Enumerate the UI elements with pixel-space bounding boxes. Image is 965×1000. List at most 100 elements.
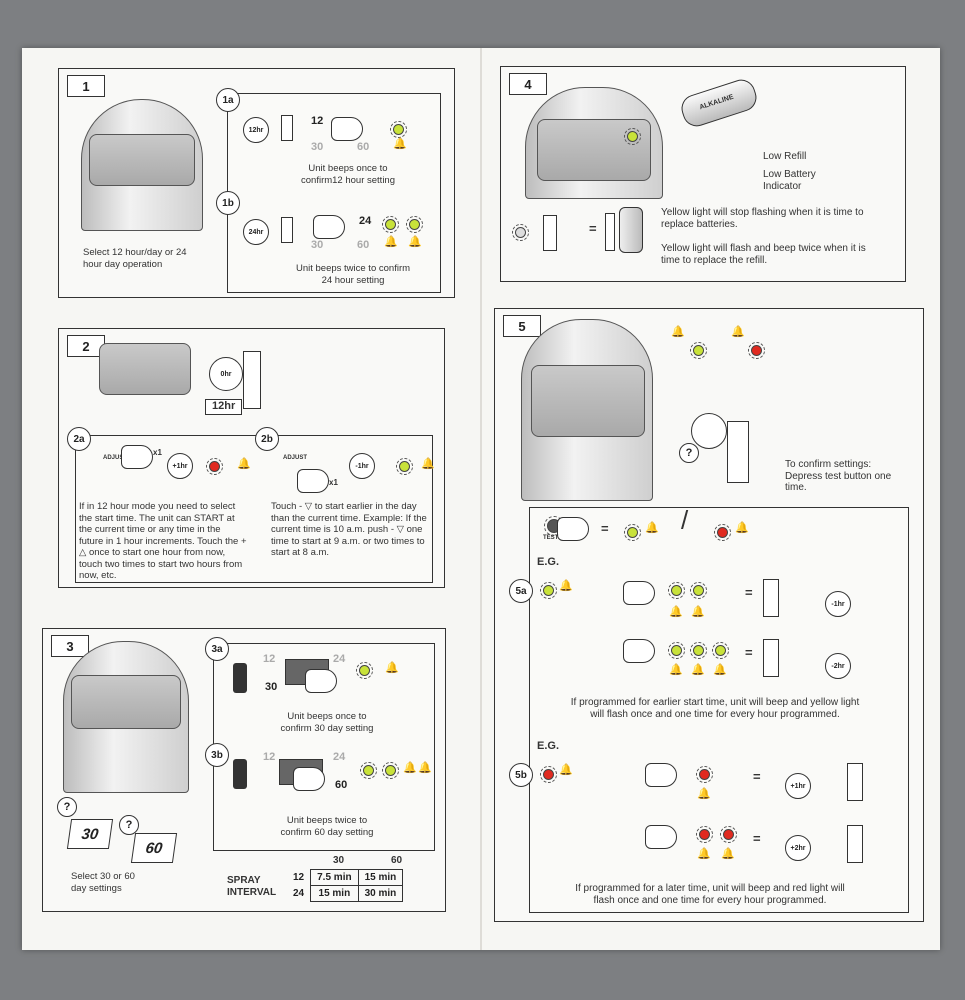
label-24: 24 — [333, 653, 346, 665]
label-30: 30 — [265, 681, 278, 693]
dial-24hr: 24hr — [243, 219, 269, 245]
hand-pointer-icon — [331, 117, 363, 141]
dial-plus-2hr: +2hr — [785, 835, 811, 861]
question-icon: ? — [679, 443, 699, 463]
label-60: 60 — [335, 779, 348, 791]
table-cell: 15 min — [310, 885, 359, 902]
led-light-icon — [690, 342, 707, 359]
bell-icon: 🔔 — [669, 664, 683, 676]
led-light-icon — [396, 458, 413, 475]
table-row: 12 7.5 min 15 min — [287, 869, 404, 886]
panel-number: 1 — [67, 75, 105, 97]
led-off-icon — [512, 224, 529, 241]
box-12hr: 12hr — [205, 399, 243, 415]
step-badge-2b: 2b — [255, 427, 279, 451]
device-cover — [99, 343, 191, 395]
bell-icon: 🔔 — [671, 326, 685, 338]
panel-5: 5 🔔 🔔 ? To confirm settings: Depress tes… — [494, 308, 924, 922]
device-cover — [531, 365, 645, 437]
equals-sign: = — [753, 831, 761, 846]
bell-icon: 🔔 — [559, 580, 573, 592]
bell-icon: 🔔 — [385, 662, 399, 674]
bell-icon: 🔔 — [713, 664, 727, 676]
question-icon: ? — [57, 797, 77, 817]
label-60: 60 — [357, 239, 370, 251]
step-2b-text: Touch - ▽ to start earlier in the day th… — [271, 501, 427, 558]
step-badge-5b: 5b — [509, 763, 533, 787]
step-1a-text: Unit beeps once to confirm12 hour settin… — [301, 163, 395, 186]
bell-icon: 🔔 — [421, 458, 435, 470]
step-badge-1a: 1a — [216, 88, 240, 112]
device-side — [763, 639, 779, 677]
dial-minus-1hr: -1hr — [825, 591, 851, 617]
instruction-sheet: 1 Select 12 hour/day or 24 hour day oper… — [22, 48, 940, 950]
equals-sign: = — [753, 769, 761, 784]
eg-label: E.G. — [537, 556, 560, 568]
calendar-60-icon: 60 — [130, 833, 178, 863]
panel-3: 3 ? 30 ? 60 Select 30 or 60 day settings… — [42, 628, 446, 912]
hand-pointer-icon — [623, 639, 655, 663]
hand-pointer-icon — [623, 581, 655, 605]
calendar-30-icon: 30 — [66, 819, 114, 849]
panel-3-description: Select 30 or 60 day settings — [71, 871, 135, 894]
label-30: 30 — [311, 141, 324, 153]
led-light-icon — [720, 826, 737, 843]
led-light-icon — [540, 766, 557, 783]
dial-0hr: 0hr — [209, 357, 243, 391]
panel-number: 3 — [51, 635, 89, 657]
equals-sign: = — [601, 521, 609, 536]
equals-sign: = — [745, 645, 753, 660]
device-side — [763, 579, 779, 617]
label-12: 12 — [311, 115, 324, 127]
step-badge-3b: 3b — [205, 743, 229, 767]
led-light-icon — [382, 216, 399, 233]
bell-icon: 🔔 — [721, 848, 735, 860]
label-24: 24 — [333, 751, 346, 763]
equals-sign: = — [745, 585, 753, 600]
battery-icon — [233, 759, 247, 789]
refill-icon — [605, 213, 615, 251]
led-light-icon — [714, 524, 731, 541]
step-2a-text: If in 12 hour mode you need to select th… — [79, 501, 247, 581]
device-cover — [89, 134, 195, 186]
led-light-icon — [748, 342, 765, 359]
step-5a-text: If programmed for earlier start time, un… — [570, 697, 860, 720]
step-badge-2a: 2a — [67, 427, 91, 451]
panel-4: 4 ALKALINE Low Refill Low Battery Indica… — [500, 66, 906, 282]
dial-minus-2hr: -2hr — [825, 653, 851, 679]
low-battery-label: Low Battery Indicator — [763, 169, 816, 192]
label-60: 60 — [357, 141, 370, 153]
bell-icon: 🔔 — [697, 848, 711, 860]
led-light-icon — [360, 762, 377, 779]
label-12: 12 — [263, 653, 276, 665]
step-badge-3a: 3a — [205, 637, 229, 661]
test-label: TEST — [543, 535, 559, 541]
led-light-icon — [624, 128, 641, 145]
bell-icon: 🔔 — [418, 762, 432, 774]
table-cell: 7.5 min — [310, 869, 359, 886]
step-badge-5a: 5a — [509, 579, 533, 603]
panel-4-text-2: Yellow light will flash and beep twice w… — [661, 243, 866, 266]
led-light-icon — [712, 642, 729, 659]
low-refill-label: Low Refill — [763, 151, 807, 162]
separator-slash: / — [681, 505, 689, 535]
bell-icon: 🔔 — [697, 788, 711, 800]
device-side — [847, 825, 863, 863]
press-count: x1 — [329, 478, 338, 487]
bell-icon: 🔔 — [384, 236, 398, 248]
device-cover — [71, 675, 181, 729]
led-light-icon — [382, 762, 399, 779]
device-side — [543, 215, 557, 251]
bell-icon: 🔔 — [237, 458, 251, 470]
step-3b-text: Unit beeps twice to confirm 60 day setti… — [280, 815, 374, 838]
bell-icon: 🔔 — [691, 664, 705, 676]
row-header: 12 — [293, 872, 305, 883]
led-light-icon — [668, 642, 685, 659]
device-side — [281, 217, 293, 243]
dial-clock — [691, 413, 727, 449]
panel-5-sub — [529, 507, 909, 913]
dial-plus-1hr: +1hr — [785, 773, 811, 799]
bell-icon: 🔔 — [559, 764, 573, 776]
dial-plus-1hr: +1hr — [167, 453, 193, 479]
hand-pointer-icon — [645, 825, 677, 849]
